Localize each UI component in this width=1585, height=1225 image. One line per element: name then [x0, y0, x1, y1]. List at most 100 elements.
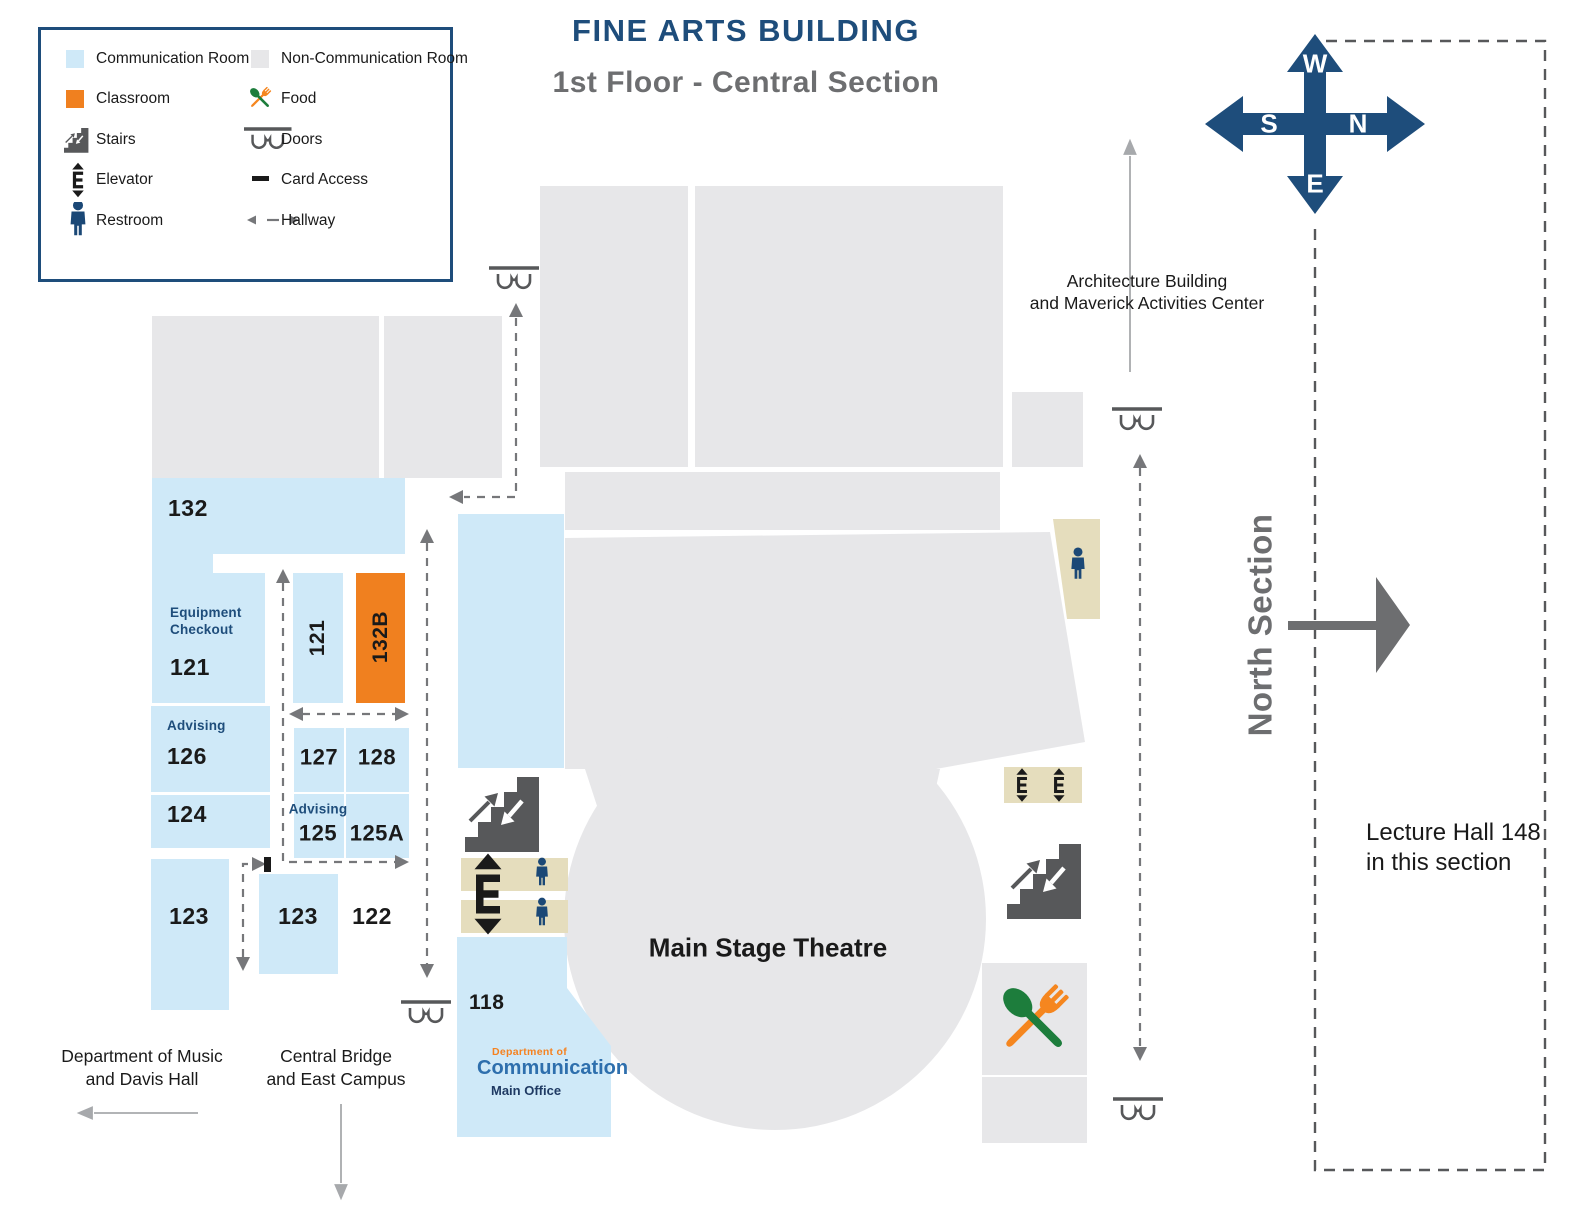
noncomm-room-bottom-right: [982, 1077, 1087, 1143]
label-room-121-vertical: 121: [306, 619, 330, 657]
door-icon-bottom-center: [399, 1000, 453, 1024]
room-127: [294, 728, 344, 792]
offmap-arrows: [78, 140, 1137, 1199]
legend-label-card-access: Card Access: [281, 171, 369, 188]
label-equipment-checkout-1: Equipment: [170, 605, 242, 620]
elevator-icon-left: [474, 853, 502, 935]
legend-label-food: Food: [281, 90, 317, 107]
label-room-123-left: 123: [169, 903, 209, 930]
communication-room-swatch: [66, 50, 84, 68]
comm-office-main-office: Main Office: [491, 1083, 562, 1098]
elevator-area-right: [1004, 767, 1082, 803]
stairs-icon-legend: [64, 127, 90, 154]
label-room-122: 122: [352, 903, 392, 930]
label-room-118: 118: [469, 991, 505, 1014]
label-room-121-equipment: 121: [170, 654, 210, 680]
comm-office-name: Communication: [477, 1057, 629, 1079]
noncomm-room-topcenter-b: [695, 186, 1003, 467]
room-132b-classroom: [356, 573, 405, 703]
compass-arrow-right: [1315, 96, 1425, 152]
annotation-bridge-2: and East Campus: [266, 1069, 406, 1089]
legend-label-stairs: Stairs: [96, 131, 136, 148]
compass-arrow-left: [1205, 96, 1315, 152]
food-icon-legend: [248, 86, 272, 110]
main-stage-theatre-upper: [565, 532, 1085, 769]
compass-arrow-up: [1287, 34, 1343, 124]
room-123-left: [151, 859, 229, 1010]
legend-label-doors: Doors: [281, 131, 323, 148]
stairs-icon-right: [1007, 844, 1081, 919]
label-room-125a: 125A: [349, 820, 405, 846]
room-124: [151, 795, 270, 848]
noncomm-room-topleft-b: [384, 316, 502, 478]
hallway-icon-legend: [247, 215, 299, 225]
label-room-125: 125: [298, 820, 338, 846]
annotation-lecture-hall-1: Lecture Hall 148: [1366, 819, 1541, 846]
legend-box: Communication Room Classroom Stairs Elev…: [38, 27, 468, 282]
legend-label-hallway: Hallway: [281, 212, 336, 229]
annotation-architecture-1: Architecture Building: [1066, 271, 1228, 291]
comm-office-dept: Department of: [492, 1046, 568, 1058]
stairs-icon-left: [465, 777, 539, 852]
legend-label-non-communication-room: Non-Communication Room: [281, 50, 468, 67]
hallway-card-access: [241, 862, 255, 957]
room-118: [457, 937, 611, 1137]
noncomm-room-topcenter-a: [540, 186, 688, 467]
room-tall-unlabeled: [458, 514, 564, 768]
non-communication-room-swatch: [251, 50, 269, 68]
label-room-124: 124: [167, 801, 207, 827]
main-stage-theatre-auditorium: [564, 708, 986, 1130]
annotation-music-1: Department of Music: [61, 1046, 223, 1066]
noncomm-room-strip: [565, 472, 1000, 530]
label-room-126: 126: [167, 743, 207, 769]
room-125a: [346, 794, 409, 858]
annotation-music-2: and Davis Hall: [85, 1069, 199, 1089]
annotation-bridge-1: Central Bridge: [280, 1046, 392, 1066]
annotation-architecture-2: and Maverick Activities Center: [1029, 293, 1265, 313]
annotation-north-section: North Section: [1241, 513, 1279, 737]
room-125: [294, 794, 344, 858]
door-icon-right-top: [1110, 407, 1164, 431]
page-subtitle: 1st Floor - Central Section: [552, 66, 940, 99]
compass-arrow-down: [1287, 124, 1343, 214]
room-equipment-checkout-right: [213, 573, 265, 703]
noncomm-room-small-right: [1012, 392, 1083, 467]
label-advising-126: Advising: [167, 718, 226, 733]
label-room-127: 127: [299, 744, 339, 770]
legend-label-elevator: Elevator: [96, 171, 153, 188]
annotation-lecture-hall-2: in this section: [1366, 849, 1512, 876]
label-room-123-center: 123: [278, 903, 318, 930]
room-equipment-checkout-left: [152, 554, 213, 703]
room-132: [152, 478, 405, 554]
north-section-boundary: [1313, 39, 1547, 1172]
north-section-arrow: [1288, 577, 1410, 673]
hallway-left-vertical: [281, 583, 396, 864]
noncomm-room-topleft-a: [152, 316, 379, 478]
room-121-vertical: [293, 573, 343, 703]
room-128: [346, 728, 409, 792]
card-access-bar: [264, 857, 271, 872]
label-equipment-checkout-2: Checkout: [170, 622, 234, 637]
restroom-icon-legend: [70, 202, 86, 236]
room-123-center: [259, 874, 338, 974]
label-room-132: 132: [168, 495, 208, 521]
compass-letter-e: E: [1306, 168, 1324, 199]
compass-rose: [1205, 34, 1425, 214]
legend-label-communication-room: Communication Room: [96, 50, 250, 67]
door-icon-top: [487, 266, 541, 290]
card-access-icon-legend: [252, 176, 269, 181]
hallway-top-door: [464, 318, 518, 499]
door-icon-bottom-right: [1111, 1097, 1165, 1121]
elevator-icon-right-1: [1016, 768, 1028, 802]
legend-label-classroom: Classroom: [96, 90, 171, 107]
legend-label-restroom: Restroom: [96, 212, 164, 229]
elevator-icon-right-2: [1053, 768, 1065, 802]
label-room-132b: 132B: [369, 610, 393, 664]
page-title: FINE ARTS BUILDING: [572, 13, 920, 48]
compass-letter-n: N: [1348, 108, 1368, 139]
label-main-stage-theatre: Main Stage Theatre: [648, 932, 888, 963]
hallway-lines: [241, 318, 1142, 1047]
classroom-swatch: [66, 90, 84, 108]
